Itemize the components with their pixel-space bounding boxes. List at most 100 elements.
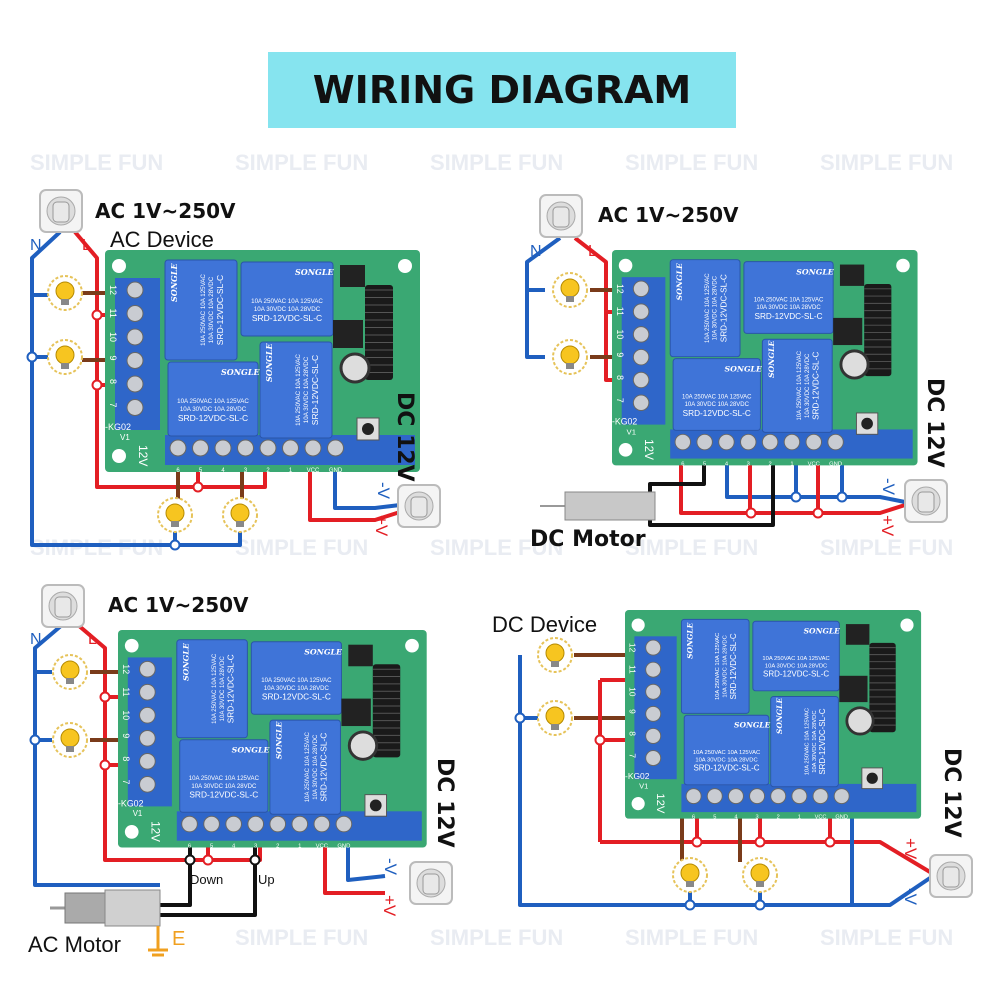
side-terminal-label: 7 bbox=[121, 779, 131, 784]
side-terminal-label: 12 bbox=[121, 664, 131, 674]
watermark-text: SIMPLE FUN bbox=[625, 535, 758, 560]
panel1-n-label: N bbox=[30, 237, 42, 254]
terminal-screw bbox=[126, 352, 144, 369]
wire-junction bbox=[169, 539, 181, 551]
relay-rating-2: 10A 30VDC 10A 28VDC bbox=[695, 757, 757, 763]
relay-brand: SONGLE bbox=[734, 721, 771, 730]
chip bbox=[839, 675, 868, 703]
relay-body bbox=[770, 696, 839, 788]
plug bbox=[917, 491, 935, 513]
panel1-device-label: AC Device bbox=[110, 227, 214, 252]
plug bbox=[552, 206, 570, 228]
bottom-terminal-label: 4 bbox=[725, 461, 729, 467]
side-terminal-label: 9 bbox=[108, 356, 118, 361]
terminal-screw bbox=[770, 788, 787, 805]
bulb-glass bbox=[60, 660, 80, 680]
wire-junction bbox=[836, 491, 848, 503]
relay-rating-1: 10A 250VAC 10A 125VAC bbox=[212, 653, 218, 724]
relay-model: SRD-12VDC-SL-C bbox=[763, 670, 829, 679]
wire-junction bbox=[202, 854, 214, 866]
panel3-dc-label: DC 12V bbox=[432, 758, 457, 848]
relay-rating-1: 10A 250VAC 10A 125VAC bbox=[804, 708, 810, 775]
panel3-device-label: AC Motor bbox=[28, 932, 121, 957]
mounting-hole bbox=[124, 638, 139, 653]
live-wire bbox=[73, 230, 267, 489]
wire-junction bbox=[99, 691, 111, 703]
push-button-cap bbox=[369, 799, 382, 812]
ac-motor-gearbox bbox=[64, 892, 106, 924]
dc-socket-icon bbox=[904, 479, 948, 523]
relay-model: SRD-12VDC-SL-C bbox=[812, 352, 821, 420]
panel4-minus-label: -V bbox=[901, 888, 920, 906]
board-version: V1 bbox=[133, 809, 143, 818]
relay-rating-1: 10A 250VAC 10A 125VAC bbox=[797, 350, 803, 420]
bottom-terminal-label: VCC bbox=[815, 815, 827, 821]
relay-rating-2: 10A 30VDC 10A 28VDC bbox=[191, 784, 257, 790]
panel2-n-label: N bbox=[530, 243, 542, 260]
terminal-screw bbox=[225, 815, 242, 833]
panel1-dc-label: DC 12V bbox=[392, 392, 417, 482]
relay-rating-2: 10A 30VDC 10A 28VDC bbox=[313, 734, 319, 800]
relay-rating-2: 10A 30VDC 10A 28VDC bbox=[723, 635, 729, 697]
relay-model: SRD-12VDC-SL-C bbox=[693, 764, 759, 773]
terminal-screw bbox=[632, 348, 650, 366]
relay-brand: SONGLE bbox=[169, 262, 179, 302]
bottom-terminal-label: VCC bbox=[808, 461, 820, 467]
relay-rating-1: 10A 250VAC 10A 125VAC bbox=[715, 633, 721, 700]
mounting-hole bbox=[900, 618, 914, 632]
terminal-screw bbox=[674, 433, 692, 451]
push-button-cap bbox=[362, 423, 374, 435]
bulb-base bbox=[66, 678, 74, 684]
bulb-glass bbox=[55, 281, 75, 301]
terminal-screw bbox=[696, 433, 713, 451]
bulb-base bbox=[551, 661, 559, 667]
capacitor bbox=[839, 349, 870, 380]
terminal-screw bbox=[632, 280, 650, 298]
bottom-terminal-label: 3 bbox=[747, 461, 750, 467]
bottom-terminal-label: 2 bbox=[276, 844, 279, 850]
terminal-screw bbox=[335, 815, 353, 833]
wire-junction bbox=[249, 854, 261, 866]
panel3-plus-label: +V bbox=[380, 895, 399, 917]
watermark-text: SIMPLE FUN bbox=[430, 925, 563, 950]
wires-front bbox=[26, 309, 848, 911]
panel3-supply-label: AC 1V~250V bbox=[108, 593, 249, 617]
board-version: V1 bbox=[120, 433, 130, 442]
dc-positive-wire bbox=[323, 825, 385, 895]
antenna-coil bbox=[864, 283, 892, 377]
relay-rating-1: 10A 250VAC 10A 125VAC bbox=[754, 297, 824, 303]
relay-body bbox=[761, 338, 833, 433]
terminal-screw bbox=[783, 433, 801, 451]
relay-brand: SONGLE bbox=[304, 648, 343, 657]
terminal-screw bbox=[237, 439, 254, 457]
bottom-terminal-label: 5 bbox=[210, 844, 214, 850]
terminal-screw bbox=[645, 727, 662, 744]
bottom-terminal-label: 1 bbox=[289, 468, 293, 474]
panel1-plus-label: +V bbox=[372, 515, 391, 537]
wire-junction bbox=[754, 836, 766, 848]
wire-junction bbox=[790, 491, 802, 503]
ac-motor-icon bbox=[104, 889, 161, 927]
relay-body bbox=[179, 739, 269, 813]
bottom-terminal-label: 6 bbox=[681, 461, 684, 467]
relay-rating-2: 10A 30VDC 10A 28VDC bbox=[208, 276, 215, 343]
relay-rating-2: 10A 30VDC 10A 28VDC bbox=[756, 305, 821, 311]
relay-body bbox=[167, 361, 259, 437]
bottom-terminal-label: GND bbox=[329, 468, 343, 474]
relay-brand: SONGLE bbox=[275, 721, 284, 760]
wire-junction bbox=[691, 836, 703, 848]
relay-brand: SONGLE bbox=[796, 267, 833, 276]
watermark-text: SIMPLE FUN bbox=[235, 925, 368, 950]
relay-body bbox=[250, 641, 342, 715]
panel3-l-label: L bbox=[88, 631, 97, 648]
relay-rating-2: 10A 30VDC 10A 28VDC bbox=[805, 353, 811, 418]
watermark-text: SIMPLE FUN bbox=[30, 535, 163, 560]
relay-rating-2: 10A 30VDC 10A 28VDC bbox=[685, 402, 750, 408]
